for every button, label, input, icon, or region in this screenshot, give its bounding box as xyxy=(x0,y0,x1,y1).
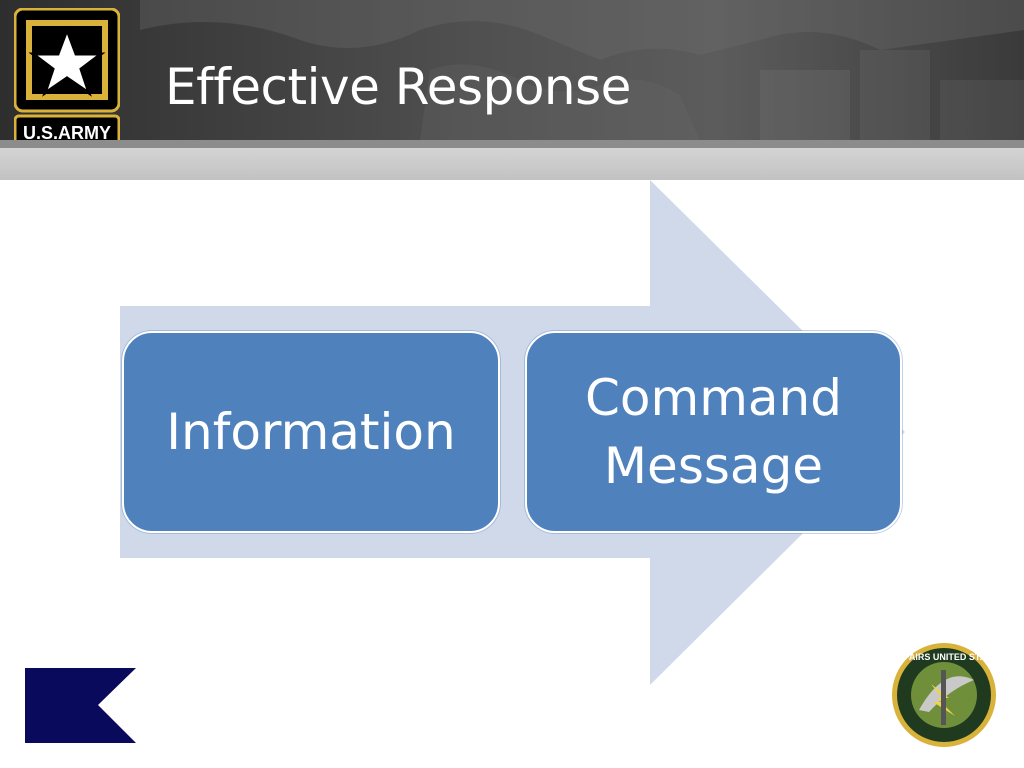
world-map-texture xyxy=(140,0,1024,140)
slide-header: U.S.ARMY Effective Response xyxy=(0,0,1024,140)
svg-text:PUBLIC AFFAIRS UNITED STATES A: PUBLIC AFFAIRS UNITED STATES ARMY xyxy=(889,652,999,662)
step-information-label: Information xyxy=(166,403,456,461)
step-command-message-line2: Message xyxy=(603,437,824,495)
slide-title: Effective Response xyxy=(165,58,631,116)
header-divider xyxy=(0,140,1024,148)
svg-text:U.S.ARMY: U.S.ARMY xyxy=(23,123,111,140)
step-command-message: Command Message xyxy=(525,331,902,533)
step-information: Information xyxy=(122,331,500,533)
step-command-message-line1: Command xyxy=(585,369,842,427)
navy-flag-icon xyxy=(25,668,136,747)
us-army-logo: U.S.ARMY xyxy=(13,7,121,140)
public-affairs-seal: PUBLIC AFFAIRS UNITED STATES ARMY xyxy=(856,640,1024,754)
header-band xyxy=(0,148,1024,180)
